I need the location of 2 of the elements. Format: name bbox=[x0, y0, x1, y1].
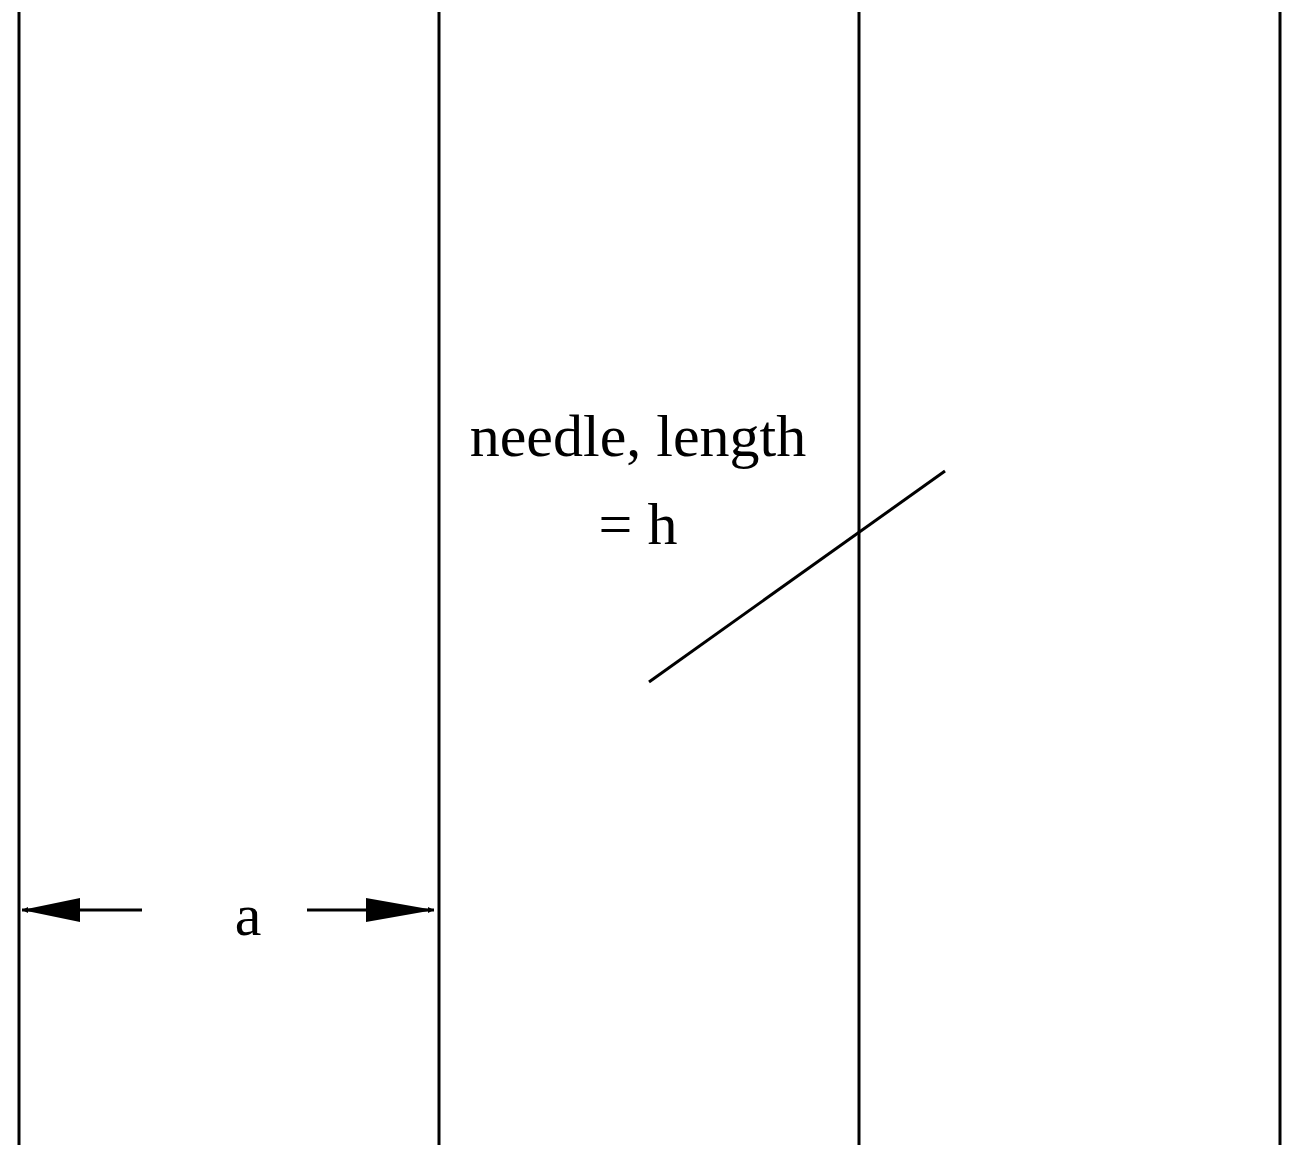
dimension-label: a bbox=[234, 882, 262, 948]
needle-label: needle, length = h bbox=[469, 403, 807, 557]
